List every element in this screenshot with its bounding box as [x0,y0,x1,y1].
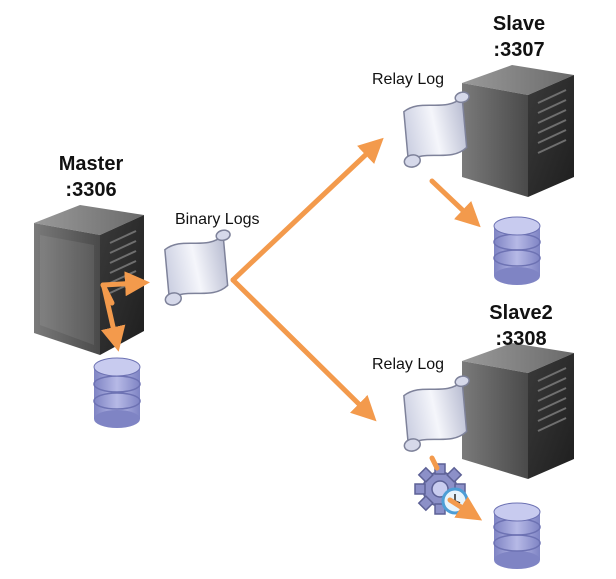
binlog-to-slave2-arrow [230,277,377,422]
relay-log-scroll-icon [403,91,470,168]
binary-logs-label: Binary Logs [175,211,260,228]
master-name-label: Master [58,153,124,175]
slave-name-label: Slave [492,13,546,35]
slave-server-icon [462,65,574,197]
slave-title: Slave :3307 [478,11,560,63]
slave-database-icon [493,216,541,285]
gear-to-slave2-db-arrow [447,496,483,521]
slave2-relay-to-gear-arrow [429,455,440,471]
slave2-port-label: :3308 [495,328,547,350]
master-port-label: :3306 [65,179,117,201]
slave2-server-icon [462,343,574,479]
relay-log-2-label: Relay Log [372,356,445,373]
master-database-icon [93,357,141,428]
slave2-name-label: Slave2 [489,302,553,324]
master-server-icon [34,205,144,355]
relay-log-label: Relay Log [372,71,445,88]
slave-relay-to-db-arrow [429,178,481,228]
master-to-db-arrow [100,284,126,352]
slave-port-label: :3307 [493,39,545,61]
slave2-database-icon [493,502,541,569]
binlog-to-slave-arrow [230,137,384,283]
slave2-title: Slave2 :3308 [478,300,564,352]
master-to-binlog-arrow [100,271,150,297]
binary-logs-scroll-icon [164,229,231,306]
relay-log-2-scroll-icon [403,375,470,452]
master-title: Master :3306 [46,151,136,203]
